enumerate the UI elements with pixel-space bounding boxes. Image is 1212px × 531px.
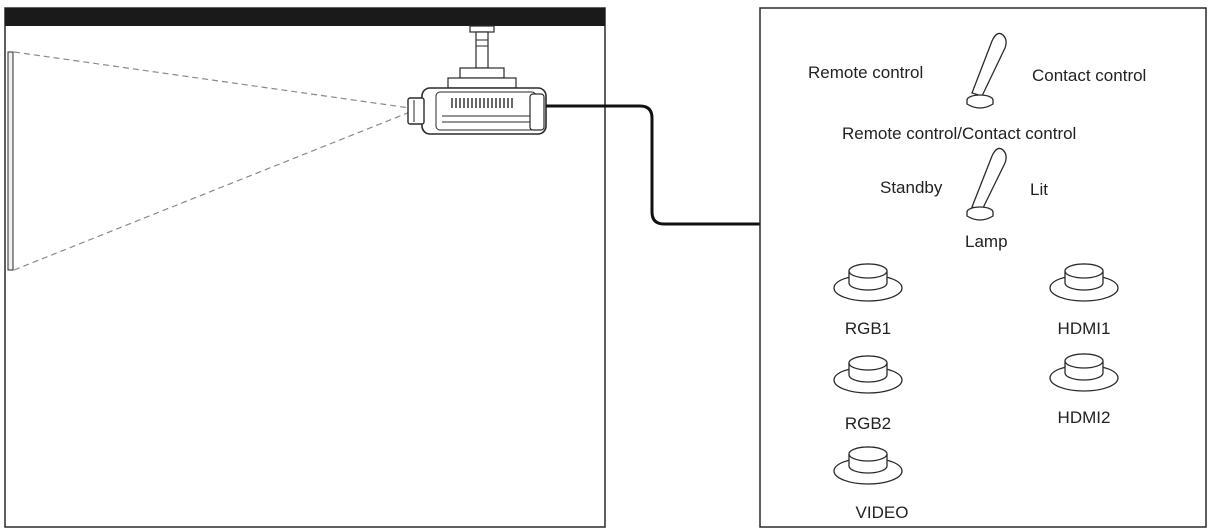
label-lamp: Lamp <box>965 232 1008 251</box>
lamp-toggle-switch <box>966 147 1007 221</box>
label-switch1-caption: Remote control/Contact control <box>842 124 1076 143</box>
mount-pole <box>475 31 489 69</box>
projector-lens <box>407 97 425 125</box>
label-hdmi1: HDMI1 <box>1058 319 1111 338</box>
projection-screen <box>7 51 14 271</box>
beam-upper <box>13 51 411 109</box>
button-rgb1 <box>833 263 903 302</box>
mount-bracket <box>459 67 505 79</box>
label-contact-control: Contact control <box>1032 66 1146 85</box>
label-hdmi2: HDMI2 <box>1058 408 1111 427</box>
label-lit: Lit <box>1030 180 1048 199</box>
button-hdmi1 <box>1049 263 1119 302</box>
button-hdmi2 <box>1049 353 1119 392</box>
control-panel: Remote control Contact control Remote co… <box>759 7 1207 528</box>
projector <box>407 25 547 135</box>
button-video <box>833 446 903 485</box>
label-rgb1: RGB1 <box>845 319 891 338</box>
projector-vents <box>451 98 513 108</box>
control-cable <box>546 104 760 226</box>
mount-plate <box>469 25 495 33</box>
label-rgb2: RGB2 <box>845 414 891 433</box>
label-video: VIDEO <box>856 503 909 522</box>
beam-lower <box>13 111 411 271</box>
button-rgb2 <box>833 355 903 394</box>
toggle-lever <box>971 32 1007 97</box>
remote-contact-toggle-switch <box>966 32 1007 109</box>
label-remote-control: Remote control <box>808 63 923 82</box>
label-standby: Standby <box>880 178 943 197</box>
ceiling <box>5 8 605 26</box>
toggle-lever <box>971 147 1007 211</box>
